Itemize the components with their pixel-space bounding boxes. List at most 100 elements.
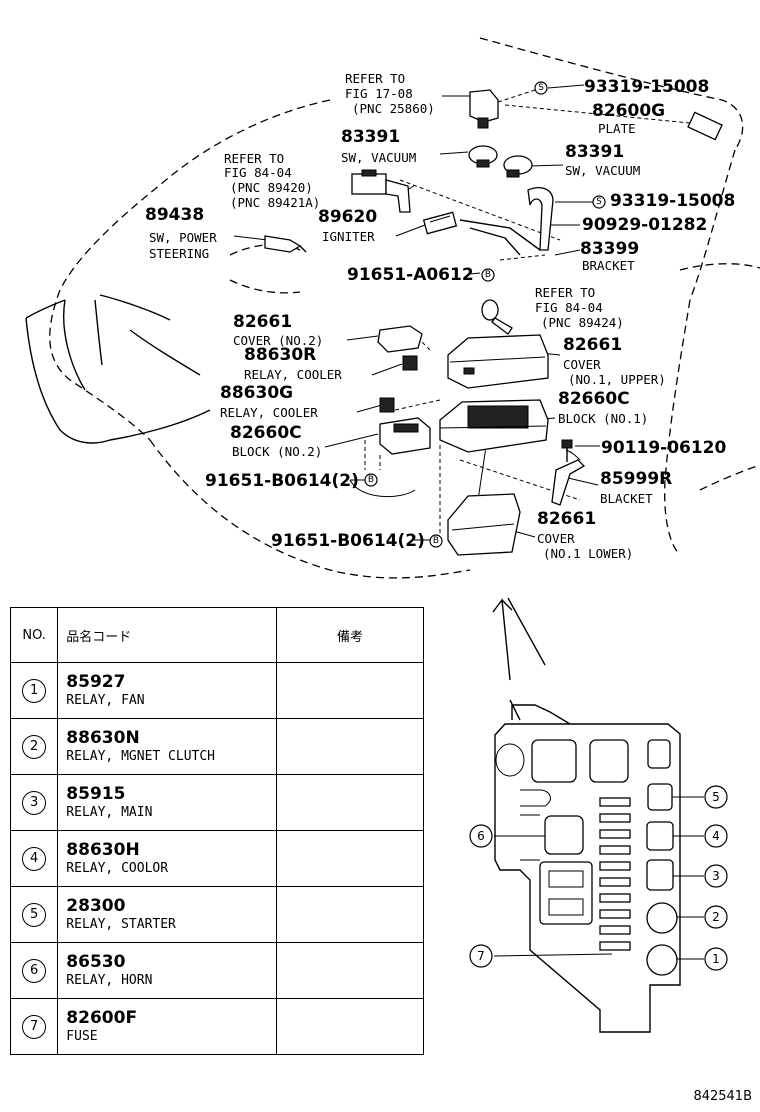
- row-remarks: [276, 830, 424, 887]
- part-desc: STEERING: [149, 246, 209, 261]
- row-code: 86530: [66, 951, 126, 972]
- row-desc: RELAY, MAIN: [66, 804, 153, 820]
- part-desc: COVER: [537, 531, 575, 546]
- row-code: 82600F: [66, 1007, 138, 1028]
- row-remarks: [276, 718, 424, 775]
- svg-text:6: 6: [477, 829, 485, 843]
- fuse-block-icon: [439, 399, 549, 453]
- part-number: 91651-A0612: [347, 265, 474, 285]
- part-number: 82600G: [592, 101, 665, 121]
- part-desc: SW, POWER: [149, 230, 217, 245]
- refer-label: REFER TO: [535, 285, 595, 300]
- svg-text:1: 1: [712, 952, 720, 966]
- row-number: 4: [22, 846, 47, 871]
- part-desc: BLOCK (NO.2): [232, 444, 322, 459]
- part-desc: BLOCK (NO.1): [558, 411, 648, 426]
- header-code: 品名コード: [57, 607, 278, 663]
- svg-text:B: B: [368, 475, 374, 485]
- part-desc: COVER: [563, 357, 601, 372]
- part-number: 93319-15008: [610, 191, 735, 211]
- row-code: 88630H: [66, 839, 140, 860]
- part-number: 88630R: [244, 345, 316, 365]
- part-desc: (NO.1, UPPER): [568, 372, 666, 387]
- part-number: 89438: [145, 205, 204, 225]
- part-desc: PLATE: [598, 121, 636, 136]
- row-desc: FUSE: [66, 1028, 98, 1044]
- figure-code: 842541B: [693, 1089, 752, 1104]
- row-desc: RELAY, HORN: [66, 972, 153, 988]
- svg-text:7: 7: [477, 949, 485, 963]
- part-desc: COVER (NO.2): [233, 333, 323, 348]
- svg-text:B: B: [485, 270, 491, 280]
- part-number: 93319-15008: [584, 77, 709, 97]
- svg-text:2: 2: [712, 910, 720, 924]
- part-desc: BLACKET: [600, 491, 653, 506]
- part-number: 85999R: [600, 469, 672, 489]
- pointer-arrow: [492, 597, 546, 721]
- row-desc: RELAY, MGNET CLUTCH: [66, 748, 216, 764]
- relay-icon: [379, 397, 395, 413]
- row-number: 6: [22, 958, 47, 983]
- row-remarks: [276, 774, 424, 831]
- row-desc: RELAY, STARTER: [66, 916, 176, 932]
- pressure-switch-icon: [264, 235, 307, 253]
- row-number: 5: [22, 902, 47, 927]
- part-number: 82660C: [230, 423, 302, 443]
- relay-block-icon: [379, 417, 431, 455]
- module-icon: [351, 169, 411, 213]
- svg-text:4: 4: [712, 829, 720, 843]
- part-number: 91651-B0614(2): [271, 531, 425, 551]
- callout-labels: REFER TO FIG 17-08 (PNC 25860) 93319-150…: [145, 71, 735, 561]
- svg-text:S: S: [596, 197, 602, 207]
- igniter-icon: [422, 211, 458, 235]
- part-number: 88630G: [220, 383, 293, 403]
- refer-label: (PNC 89421A): [230, 195, 320, 210]
- part-number: 82661: [563, 335, 622, 355]
- refer-label: REFER TO: [345, 71, 405, 86]
- part-number: 83399: [580, 239, 639, 259]
- part-desc: SW, VACUUM: [565, 163, 640, 178]
- row-remarks: [276, 998, 424, 1055]
- row-remarks: [276, 886, 424, 943]
- part-number: 83391: [565, 142, 624, 162]
- part-desc: IGNITER: [322, 229, 375, 244]
- part-number: 82660C: [558, 389, 630, 409]
- svg-text:5: 5: [712, 790, 720, 804]
- row-desc: RELAY, COOLOR: [66, 860, 169, 876]
- row-code: 28300: [66, 895, 126, 916]
- part-number: 91651-B0614(2): [205, 471, 359, 491]
- cover-upper-icon: [447, 334, 549, 389]
- part-number: 90119-06120: [601, 438, 727, 458]
- part-number: 89620: [318, 207, 377, 227]
- part-desc: BRACKET: [582, 258, 635, 273]
- fastener-symbols: S S B B B: [364, 81, 606, 548]
- header-remarks: 備考: [276, 607, 424, 663]
- svg-text:S: S: [538, 83, 544, 93]
- refer-label: (PNC 89420): [230, 180, 313, 195]
- row-desc: RELAY, FAN: [66, 692, 145, 708]
- components: [264, 89, 723, 556]
- row-code: 85915: [66, 783, 126, 804]
- part-number: 90929-01282: [582, 215, 707, 235]
- cover-icon: [377, 325, 423, 353]
- refer-label: FIG 84-04: [224, 165, 292, 180]
- row-remarks: [276, 942, 424, 999]
- part-desc: RELAY, COOLER: [244, 367, 342, 382]
- part-number: 82661: [233, 312, 292, 332]
- bracket-icon: [551, 459, 586, 506]
- bolt-icon: [561, 439, 573, 462]
- relay-icon: [402, 355, 418, 371]
- header-no: NO.: [9, 607, 59, 663]
- plate-icon: [687, 111, 723, 141]
- svg-text:B: B: [433, 536, 439, 546]
- refer-label: (PNC 89424): [541, 315, 624, 330]
- part-number: 83391: [341, 127, 400, 147]
- cover-lower-icon: [447, 493, 521, 556]
- row-remarks: [276, 662, 424, 719]
